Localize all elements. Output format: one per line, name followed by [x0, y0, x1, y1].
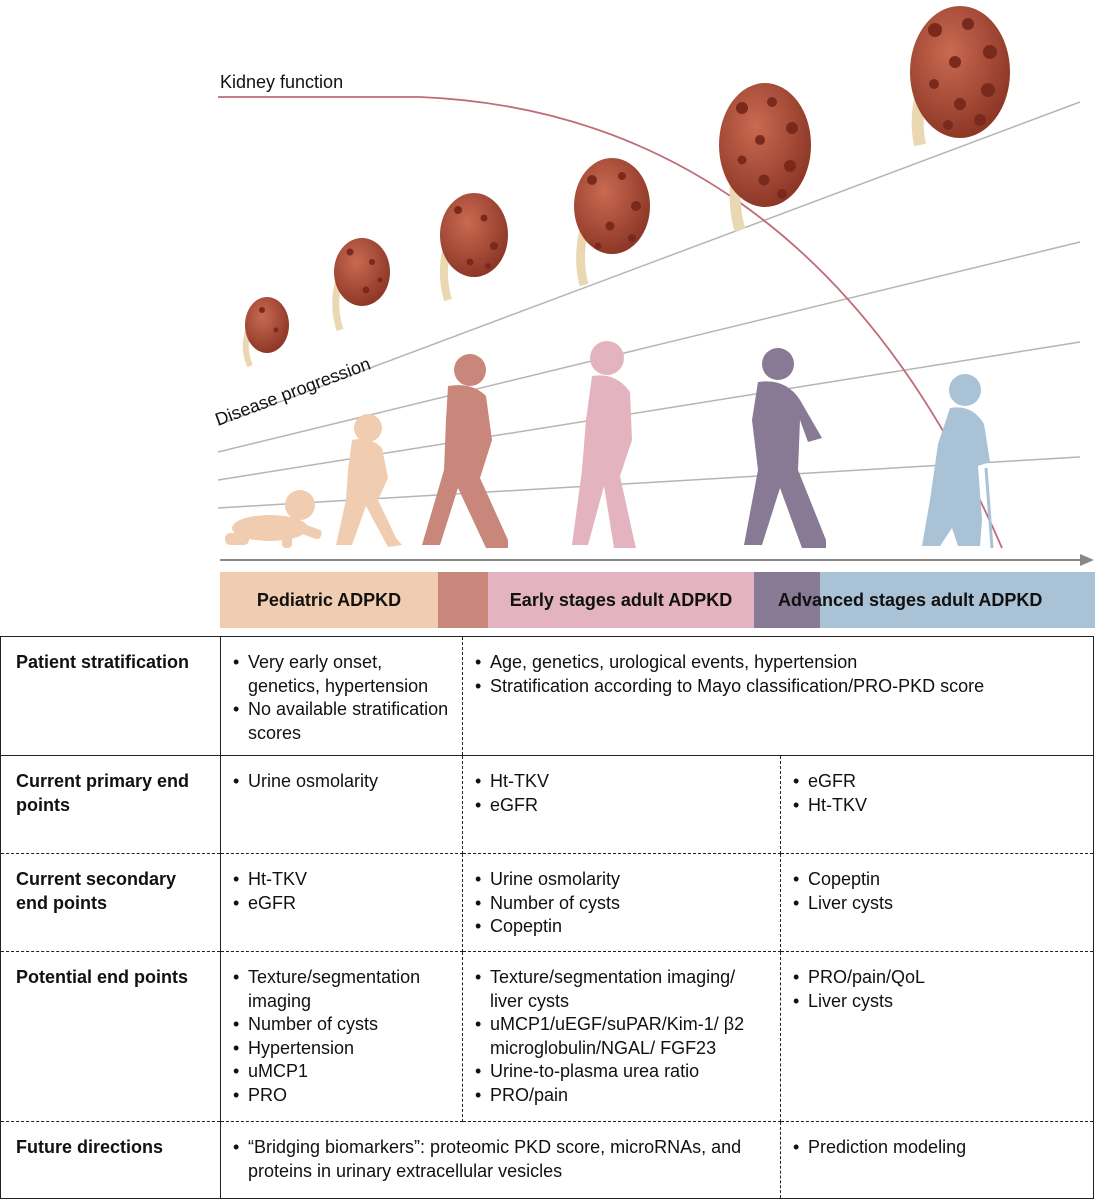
list-item: Urine osmolarity [233, 770, 452, 794]
row-label: Potential end points [0, 951, 221, 1122]
list-item: uMCP1 [233, 1060, 452, 1084]
list-item: PRO/pain [475, 1084, 770, 1108]
kidney-icon-2 [332, 238, 390, 332]
table-cell-pediatric: Urine osmolarity [220, 755, 463, 854]
table-cell-advanced: Prediction modeling [779, 1121, 1095, 1199]
crawling-baby-figure [225, 490, 322, 548]
list-item: Ht-TKV [475, 770, 770, 794]
kidney-icon-5 [719, 83, 811, 232]
stage-transition-2 [754, 572, 820, 628]
list-item: Texture/segmentation imaging/ liver cyst… [475, 966, 770, 1013]
list-item: Very early onset, genetics, hypertension [233, 651, 452, 698]
time-axis [220, 554, 1094, 566]
table-cell-combined: “Bridging biomarkers”: proteomic PKD sco… [220, 1121, 781, 1199]
kidney-icon-6 [910, 6, 1010, 147]
list-item: eGFR [793, 770, 1083, 794]
list-item: Liver cysts [793, 990, 1083, 1014]
kidney-icon-3 [439, 193, 508, 302]
list-item: Hypertension [233, 1037, 452, 1061]
list-item: uMCP1/uEGF/suPAR/Kim-1/ β2 microglobulin… [475, 1013, 770, 1060]
stage-pediatric-label: Pediatric ADPKD [256, 589, 402, 610]
stage-advanced-label: Advanced stages adult ADPKD [778, 589, 1043, 610]
list-item: Number of cysts [475, 892, 770, 916]
older-man-figure [744, 348, 826, 548]
list-item: Urine-to-plasma urea ratio [475, 1060, 770, 1084]
kidney-icon-4 [574, 158, 650, 287]
list-item: Number of cysts [233, 1013, 452, 1037]
stage-pediatric: Pediatric ADPKD [220, 572, 438, 628]
table-row: Current secondary end points Ht-TKV eGFR… [0, 853, 1095, 952]
list-item: Liver cysts [793, 892, 1083, 916]
list-item: PRO/pain/QoL [793, 966, 1083, 990]
list-item: No available stratification scores [233, 698, 452, 745]
child-figure [336, 414, 402, 547]
stage-advanced: Advanced stages adult ADPKD [778, 572, 1095, 628]
table-cell-pediatric: Ht-TKV eGFR [220, 853, 463, 952]
list-item: eGFR [233, 892, 452, 916]
table-cell-early: Urine osmolarity Number of cysts Copepti… [462, 853, 781, 952]
list-item: Texture/segmentation imaging [233, 966, 452, 1013]
kidney-icon-1 [242, 297, 289, 368]
row-label: Current secondary end points [0, 853, 221, 952]
table-row: Potential end points Texture/segmentatio… [0, 951, 1095, 1122]
table-cell-pediatric: Very early onset, genetics, hypertension… [220, 636, 463, 756]
stage-transition-1 [438, 572, 488, 628]
table-cell-advanced: PRO/pain/QoL Liver cysts [779, 951, 1095, 1122]
list-item: Ht-TKV [793, 794, 1083, 818]
stage-early-label: Early stages adult ADPKD [509, 589, 733, 610]
list-item: Prediction modeling [793, 1136, 1083, 1160]
table-cell-pediatric: Texture/segmentation imaging Number of c… [220, 951, 463, 1122]
table-row: Current primary end points Urine osmolar… [0, 755, 1095, 854]
table-cell-adult: Age, genetics, urological events, hypert… [461, 636, 1095, 756]
table-row: Patient stratification Very early onset,… [0, 636, 1095, 756]
list-item: Age, genetics, urological events, hypert… [475, 651, 1083, 675]
table-cell-early: Ht-TKV eGFR [462, 755, 781, 854]
list-item: PRO [233, 1084, 452, 1108]
table-row: Future directions “Bridging biomarkers”:… [0, 1121, 1095, 1199]
disease-progression-label: Disease progression [212, 354, 373, 430]
list-item: Copeptin [793, 868, 1083, 892]
list-item: “Bridging biomarkers”: proteomic PKD sco… [233, 1136, 770, 1183]
row-label: Current primary end points [0, 755, 221, 854]
list-item: Urine osmolarity [475, 868, 770, 892]
young-man-figure [422, 354, 508, 548]
list-item: Copeptin [475, 915, 770, 939]
endpoint-table: Patient stratification Very early onset,… [0, 636, 1095, 1199]
row-label: Patient stratification [0, 636, 221, 756]
young-woman-figure [572, 341, 636, 548]
kidney-function-label: Kidney function [220, 72, 343, 92]
table-cell-advanced: eGFR Ht-TKV [779, 755, 1095, 854]
table-cell-advanced: Copeptin Liver cysts [779, 853, 1095, 952]
list-item: eGFR [475, 794, 770, 818]
disease-timeline-illustration: Kidney function Disease progression [212, 6, 1094, 566]
list-item: Ht-TKV [233, 868, 452, 892]
elderly-woman-figure [922, 374, 994, 549]
list-item: Stratification according to Mayo classif… [475, 675, 1083, 699]
row-label: Future directions [0, 1121, 221, 1199]
table-cell-early: Texture/segmentation imaging/ liver cyst… [462, 951, 781, 1122]
stage-early: Early stages adult ADPKD [488, 572, 754, 628]
